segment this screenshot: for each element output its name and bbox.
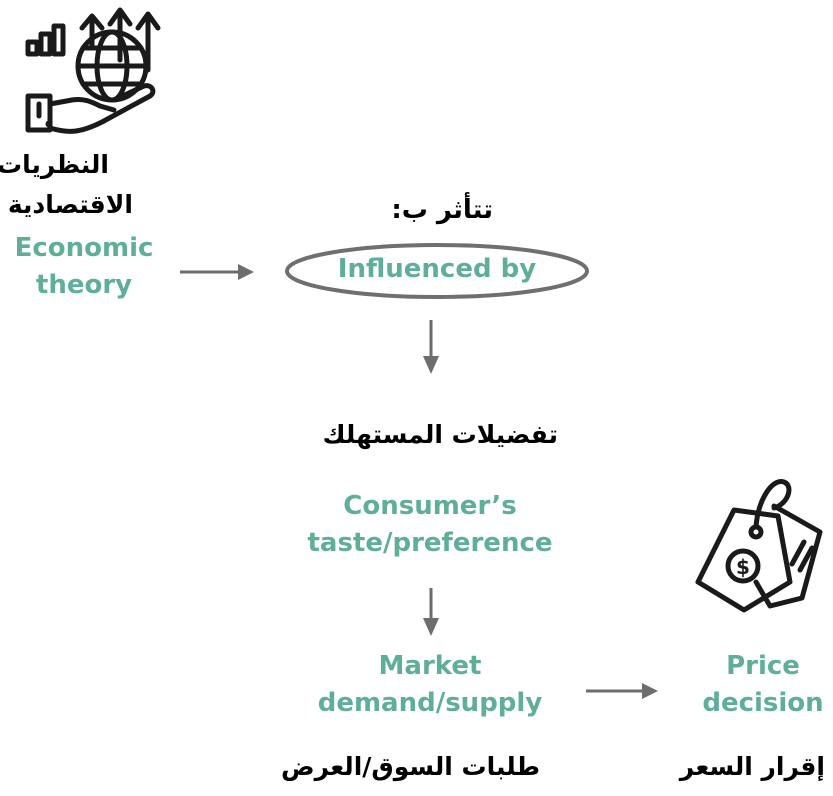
price-arabic: إقرار السعر (679, 752, 825, 781)
economic-theory-english-line2: theory (35, 269, 133, 300)
consumer-label: Consumer’s taste/preference (270, 488, 590, 562)
svg-text:$: $ (736, 555, 750, 579)
arrow-to-influenced (180, 264, 254, 280)
arrow-to-market (423, 588, 439, 636)
price-english-line1: Price (726, 651, 800, 681)
market-english-line1: Market (378, 651, 482, 681)
price-tags-icon: $ (695, 479, 823, 613)
price-english-line2: decision (702, 687, 824, 718)
globe-growth-hand-icon (25, 7, 161, 134)
market-label: Market demand/supply (280, 648, 580, 722)
influenced-arabic: تتأثر ب: (391, 195, 493, 225)
economic-theory-label: Economic theory (0, 230, 168, 304)
consumer-arabic: تفضيلات المستهلك (322, 420, 558, 449)
market-arabic: طلبات السوق/العرض (281, 752, 540, 781)
arrow-to-price (586, 683, 658, 699)
market-english-line2: demand/supply (317, 687, 543, 718)
arrow-to-consumer (423, 320, 439, 374)
consumer-english-line1: Consumer’s (343, 491, 517, 521)
price-label: Price decision (688, 648, 833, 722)
economic-theory-english-line1: Economic (14, 233, 154, 263)
influenced-ellipse (285, 243, 589, 299)
consumer-english-line2: taste/preference (307, 527, 553, 558)
economic-theory-arabic-line2: الاقتصادية (7, 190, 133, 219)
economic-theory-arabic-line1: النظريات (0, 150, 109, 179)
influenced-english: Influenced by (337, 254, 537, 284)
